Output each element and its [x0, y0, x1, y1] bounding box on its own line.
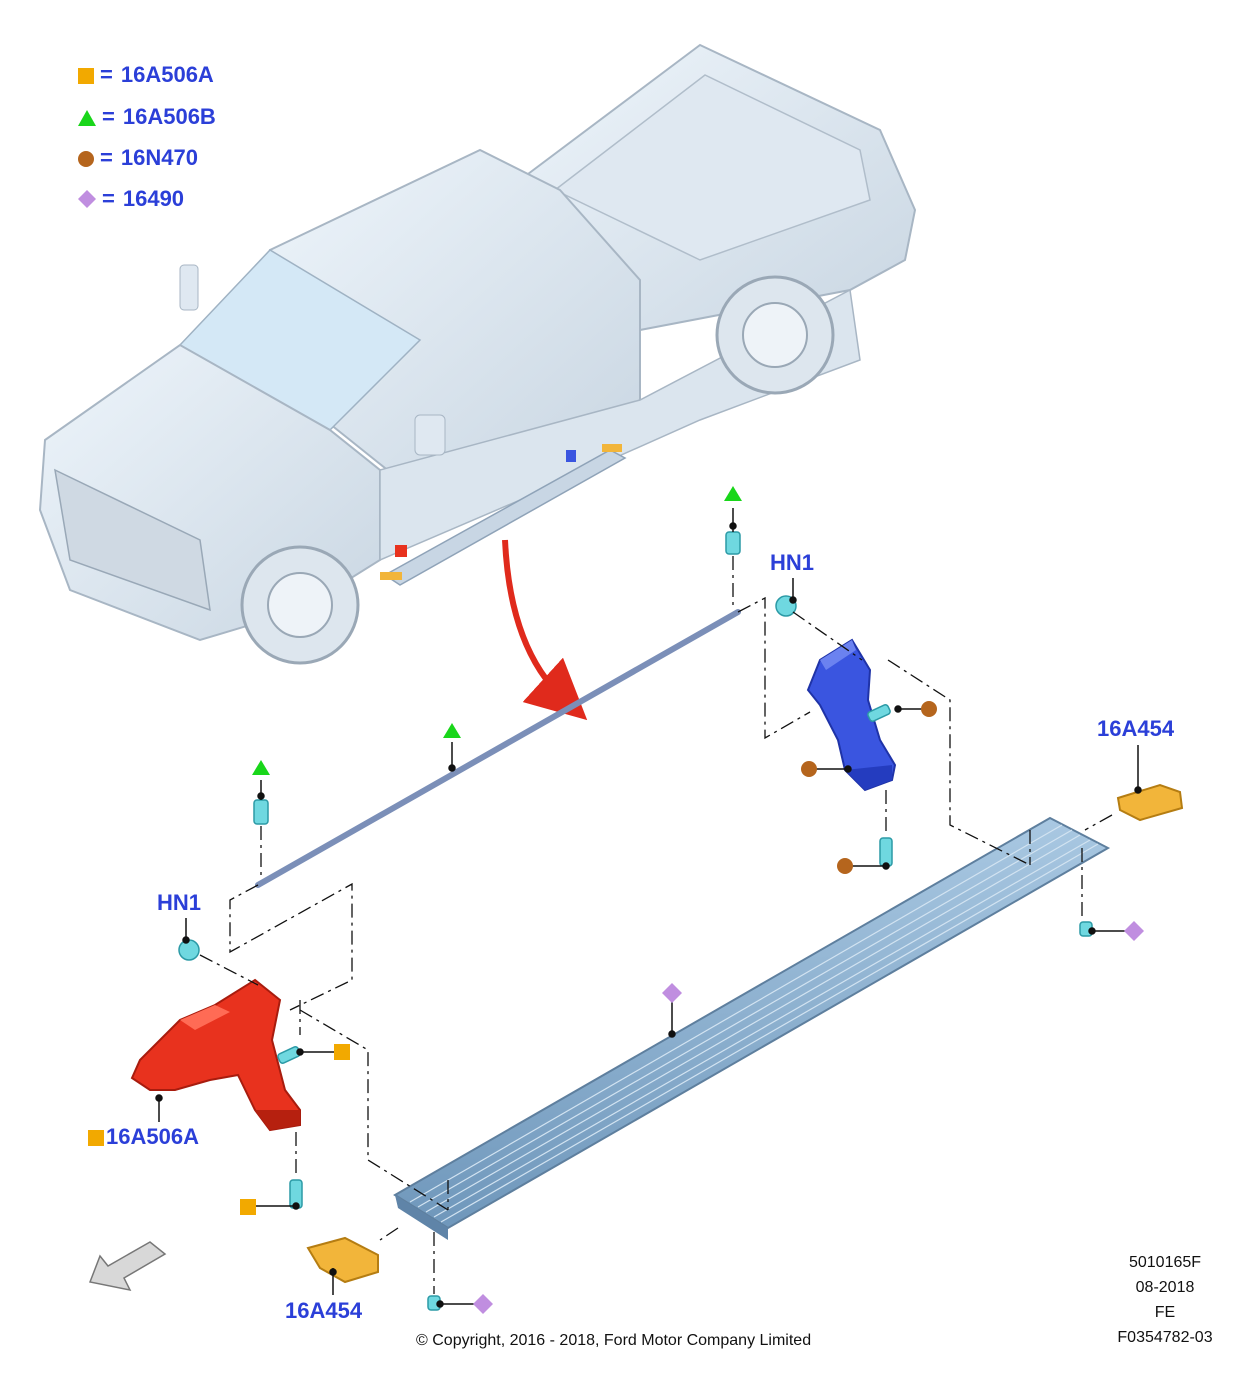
square-icon	[78, 64, 94, 90]
triangle-symbol	[443, 723, 461, 738]
running-board	[393, 816, 1111, 1240]
diagram-symbols	[240, 486, 1144, 1314]
legend-item-16A506A: = 16A506A	[78, 62, 214, 90]
circle-symbol	[921, 701, 937, 717]
illustration-number: 5010165F	[1128, 1254, 1202, 1271]
legend-code: 16N470	[120, 145, 198, 170]
step-pad-left	[306, 1236, 379, 1284]
triangle-symbol	[724, 486, 742, 501]
legend-item-16N470: = 16N470	[78, 145, 198, 173]
legend-item-16490: = 16490	[78, 186, 184, 214]
label-hn1-rear: HN1	[770, 550, 815, 575]
legend-equals: =	[102, 186, 115, 211]
square-symbol	[240, 1199, 256, 1215]
front-direction-arrow	[88, 1241, 167, 1292]
label-front-bracket: 16A506A	[88, 1124, 199, 1152]
legend-code: 16A506B	[122, 104, 216, 129]
leader-lines	[155, 508, 1142, 1308]
illustration-ref: F0354782-03	[1117, 1329, 1213, 1346]
circle-icon	[78, 147, 94, 173]
triangle-symbol	[252, 760, 270, 775]
square-icon	[88, 1126, 104, 1152]
legend-equals: =	[100, 145, 113, 170]
circle-symbol	[837, 858, 853, 874]
illustration-meta: 5010165F 08-2018 FE F0354782-03	[1110, 1250, 1220, 1350]
triangle-icon	[78, 106, 96, 132]
callout-arrow	[502, 539, 588, 721]
legend-code: 16A506A	[120, 62, 214, 87]
rear-bracket	[806, 638, 897, 792]
label-step-pad-front: 16A454	[285, 1298, 363, 1323]
circle-symbol	[801, 761, 817, 777]
diamond-symbol	[1124, 921, 1144, 941]
label-front-bracket-code: 16A506A	[106, 1124, 199, 1149]
front-bracket	[130, 978, 301, 1132]
legend-item-16A506B: = 16A506B	[78, 104, 216, 132]
square-symbol	[334, 1044, 350, 1060]
step-pad-right	[1116, 783, 1184, 822]
copyright-notice: © Copyright, 2016 - 2018, Ford Motor Com…	[416, 1332, 812, 1349]
label-step-pad-rear: 16A454	[1097, 716, 1175, 741]
illustration-date: 08-2018	[1135, 1279, 1195, 1296]
diamond-symbol	[662, 983, 682, 1003]
legend-equals: =	[102, 104, 115, 129]
label-hn1-front: HN1	[157, 890, 202, 915]
assembly-lines	[199, 556, 1113, 1294]
diamond-icon	[78, 188, 96, 214]
legend-equals: =	[100, 62, 113, 87]
legend-code: 16490	[122, 186, 185, 211]
trim-rod	[255, 609, 741, 888]
truck-illustration	[38, 43, 917, 665]
illustration-code: FE	[1154, 1304, 1176, 1321]
diamond-symbol	[473, 1294, 493, 1314]
